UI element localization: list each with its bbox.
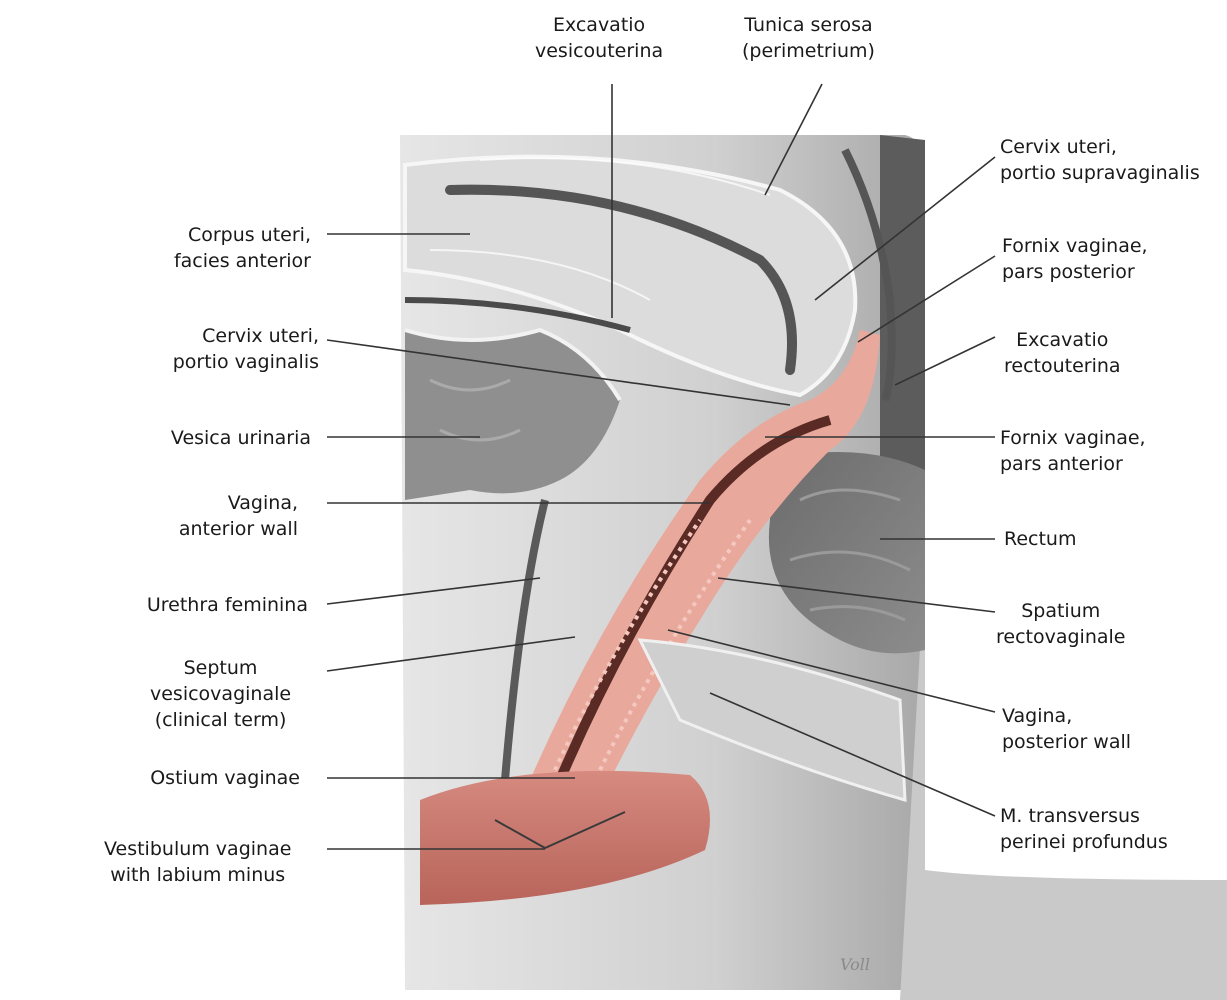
corpus-uteri-shape — [403, 154, 858, 398]
excavatio-vesicouterina-shape — [404, 297, 631, 333]
label-rectum: Rectum — [1004, 528, 1077, 550]
vagina-shape — [530, 330, 880, 782]
vesica-urinaria-shape — [404, 327, 622, 500]
label-ostium-vaginae: Ostium vaginae — [150, 767, 300, 789]
label-fornix-pars-anterior: Fornix vaginae, pars anterior — [1000, 427, 1146, 475]
excavatio-rectouterina-shape — [841, 148, 896, 402]
label-vagina-anterior-wall: Vagina, anterior wall — [178, 492, 298, 540]
label-tunica-serosa: Tunica serosa (perimetrium) — [742, 14, 875, 62]
label-urethra-feminina: Urethra feminina — [146, 594, 308, 616]
label-excavatio-rectouterina: Excavatio rectouterina — [1004, 329, 1121, 377]
artist-signature: Voll — [840, 955, 870, 974]
leader-lines — [326, 83, 996, 850]
label-m-transversus: M. transversus perinei profundus — [1000, 805, 1168, 853]
label-cervix-portio-supravaginalis: Cervix uteri, portio supravaginalis — [1000, 136, 1200, 184]
rectum-shape — [768, 452, 925, 654]
label-vesica-urinaria: Vesica urinaria — [170, 427, 311, 449]
label-septum-vesicovaginale: Septum vesicovaginale (clinical term) — [150, 657, 292, 731]
vestibulum-pointer — [494, 811, 626, 850]
label-corpus-uteri: Corpus uteri, facies anterior — [173, 224, 311, 272]
label-cervix-portio-vaginalis: Cervix uteri, portio vaginalis — [172, 325, 319, 373]
label-excavatio-vesicouterina: Excavatio vesicouterina — [535, 14, 664, 62]
urethra-shape — [501, 499, 549, 781]
label-fornix-pars-posterior: Fornix vaginae, pars posterior — [1002, 235, 1148, 283]
label-vagina-posterior-wall: Vagina, posterior wall — [1002, 705, 1132, 753]
label-spatium-rectovaginale: Spatium rectovaginale — [996, 600, 1126, 648]
label-vestibulum-vaginae: Vestibulum vaginae with labium minus — [104, 838, 292, 886]
